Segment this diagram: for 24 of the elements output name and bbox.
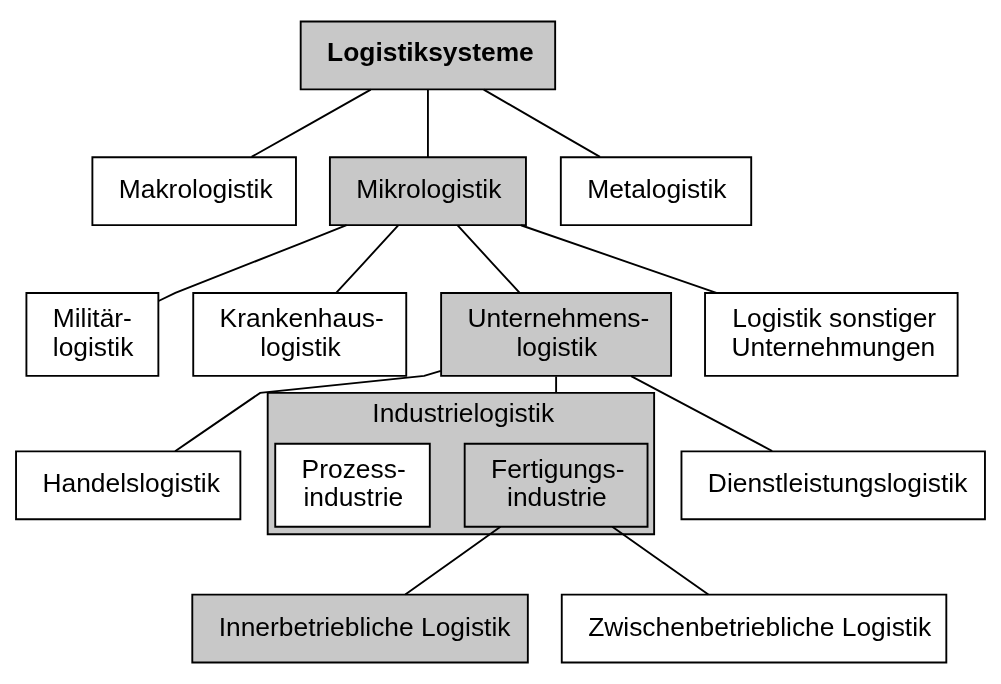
node-box: Handelslogistik (15, 450, 242, 521)
node-box: Dienstleistungslogistik (680, 450, 986, 521)
node-box: Logistiksysteme (299, 20, 557, 91)
connector (250, 88, 372, 158)
node-box: Logistik sonstiger Unternehmungen (704, 292, 959, 377)
node-box: Unternehmens- logistik (440, 292, 673, 377)
node-box: Prozess- industrie (274, 442, 431, 528)
connector (427, 89, 429, 159)
connector (630, 375, 774, 452)
node-box: Innerbetriebliche Logistik (191, 593, 529, 664)
connector (157, 224, 348, 302)
node-box: Fertigungs- industrie (463, 442, 649, 528)
connector (482, 88, 601, 158)
connector (456, 224, 521, 294)
node-box: Metalogistik (559, 156, 753, 227)
connector (520, 224, 718, 294)
connector (555, 375, 558, 394)
connector (174, 369, 442, 453)
node-box: Militär- logistik (25, 292, 160, 377)
node-box: Zwischenbetriebliche Logistik (560, 593, 948, 664)
node-box: Makrologistik (91, 156, 297, 227)
node-box: Mikrologistik (328, 156, 527, 227)
node-box: Krankenhaus- logistik (192, 292, 408, 377)
connector (335, 224, 400, 294)
